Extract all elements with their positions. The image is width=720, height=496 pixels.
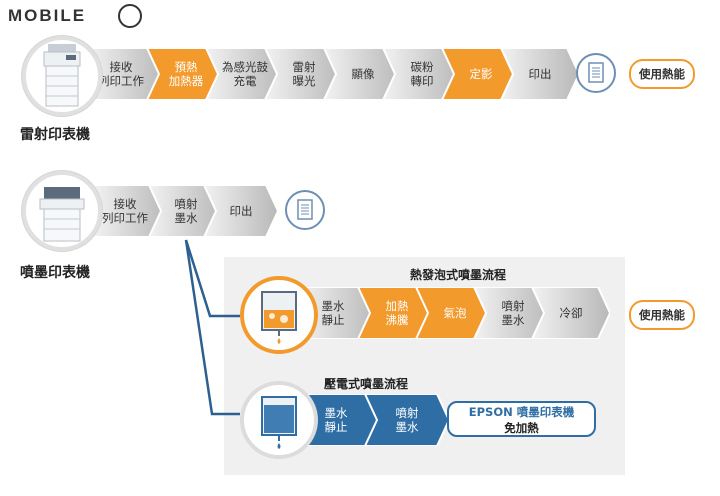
epson-no-heat-label: 免加熱	[504, 421, 539, 435]
laser-heat-tag-label: 使用熱能	[639, 67, 685, 81]
thermal-process-flow: 墨水 靜止 加熱 沸騰 氣泡 噴射 墨水 冷卻	[300, 287, 610, 339]
inkjet-step-label-1: 接收 列印工作	[102, 197, 148, 225]
laser-step-6	[381, 48, 463, 100]
piezo-process-flow: 墨水 靜止 噴射 墨水	[300, 394, 449, 446]
epson-no-heat-note: EPSON 噴墨印表機 免加熱	[447, 401, 596, 437]
laser-step-label-8: 印出	[528, 67, 552, 81]
inkjet-chevrons	[94, 185, 278, 237]
laser-step-3	[204, 48, 286, 100]
laser-step-4	[263, 48, 345, 100]
thermal-step-5	[530, 287, 610, 339]
piezo-step-1	[300, 394, 386, 446]
laser-step-label-6: 碳粉 轉印	[410, 60, 434, 88]
thermal-step-3	[414, 287, 496, 339]
inkjet-step-1	[94, 185, 170, 237]
laser-chevrons	[88, 48, 579, 100]
laser-step-label-7: 定影	[469, 67, 493, 81]
laser-output-document-icon	[576, 53, 616, 93]
inkjet-printer-title: 噴墨印表機	[20, 265, 90, 281]
laser-step-label-3: 為感光鼓 充電	[222, 60, 268, 88]
inkjet-process-flow: 接收 列印工作 噴射 墨水 印出	[94, 185, 280, 237]
inkjet-step-2	[147, 185, 225, 237]
thermal-step-4	[472, 287, 554, 339]
epson-brand-label: EPSON 噴墨印表機	[468, 405, 575, 419]
laser-step-1	[88, 48, 168, 100]
thermal-step-label-2: 加熱 沸騰	[385, 299, 409, 327]
thermal-step-label-1: 墨水 靜止	[321, 299, 345, 327]
laser-printer-icon	[22, 36, 102, 116]
thermal-ink-tank-icon	[240, 276, 318, 354]
thermal-step-label-4: 噴射 墨水	[501, 299, 525, 327]
thermal-step-label-5: 冷卻	[559, 306, 583, 320]
thermal-flow-title: 熱發泡式噴墨流程	[410, 268, 507, 282]
piezo-step-label-2: 噴射 墨水	[395, 406, 419, 434]
inkjet-step-label-3: 印出	[229, 204, 253, 218]
laser-step-label-5: 顯像	[351, 67, 375, 81]
piezo-chevrons	[300, 394, 449, 446]
thermal-step-label-3: 氣泡	[443, 306, 467, 320]
laser-step-label-4: 雷射 曝光	[292, 60, 316, 88]
thermal-heat-tag-label: 使用熱能	[639, 308, 685, 322]
thermal-heat-tag: 使用熱能	[629, 300, 695, 330]
inkjet-step-3	[202, 185, 278, 237]
thermal-step-1	[300, 287, 380, 339]
inkjet-printer-icon	[22, 171, 102, 251]
laser-heat-tag: 使用熱能	[629, 59, 695, 89]
inkjet-step-label-2: 噴射 墨水	[174, 197, 198, 225]
logo-icon	[118, 4, 142, 28]
logo-text: MOBILE	[8, 6, 87, 25]
laser-process-flow: 接收 列印工作預熱 加熱器為感光鼓 充電雷射 曝光 顯像 碳粉 轉印 定影 印出	[88, 48, 579, 100]
piezo-flow-title: 壓電式噴墨流程	[324, 377, 409, 391]
site-logo: MOBILE	[8, 6, 86, 26]
piezo-step-label-1: 墨水 靜止	[324, 406, 348, 434]
piezo-ink-tank-icon	[240, 381, 318, 459]
inkjet-output-document-icon	[285, 190, 325, 230]
laser-step-5	[322, 48, 404, 100]
laser-step-7	[440, 48, 522, 100]
piezo-step-2	[363, 394, 449, 446]
laser-step-label-2: 預熱 加熱器	[168, 60, 204, 88]
thermal-step-2	[356, 287, 438, 339]
laser-step-2	[145, 48, 227, 100]
laser-step-8	[499, 48, 579, 100]
thermal-chevrons	[300, 287, 610, 339]
laser-step-label-1: 接收 列印工作	[98, 60, 144, 88]
laser-printer-title: 雷射印表機	[20, 127, 90, 143]
